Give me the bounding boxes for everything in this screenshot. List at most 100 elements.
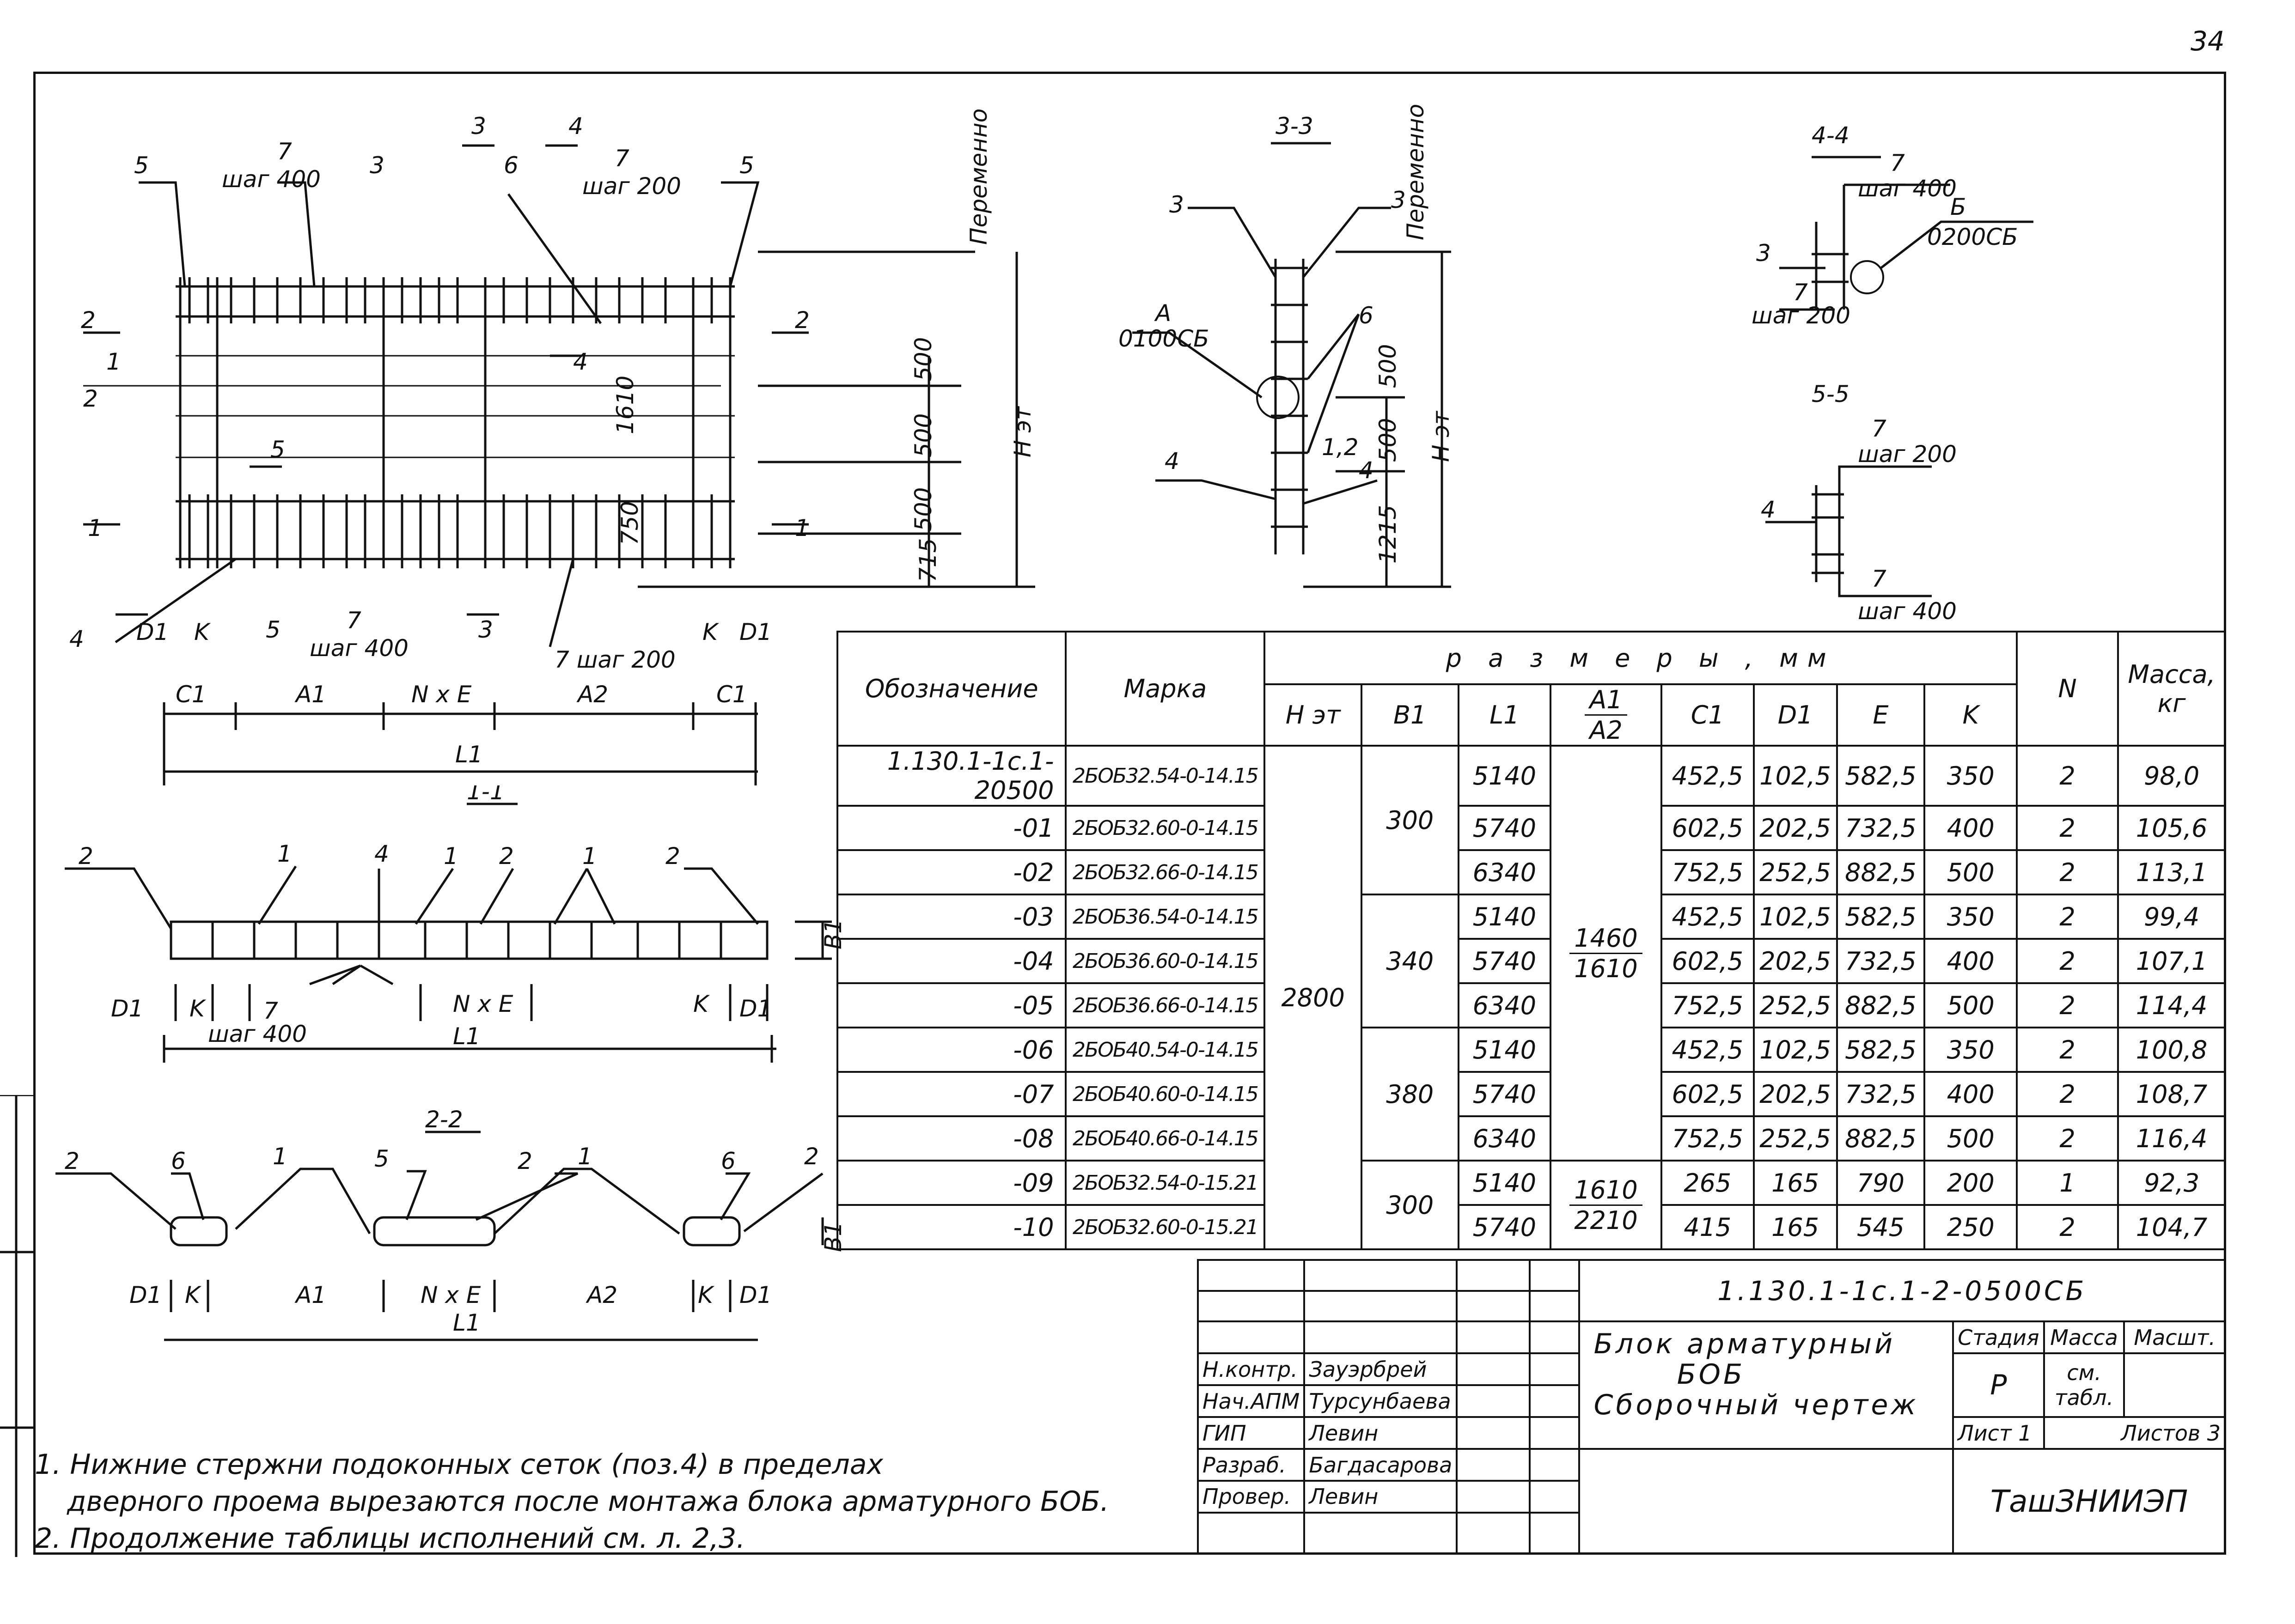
svg-text:1: 1 [582,843,597,870]
sign-role-4: Провер. [1196,1480,1306,1514]
header-a1-a2: A1 A2 [1550,683,1662,747]
cell-n: 2 [2015,938,2119,984]
cell-e: 732,5 [1836,805,1926,851]
cell-d1: 252,5 [1752,1115,1838,1162]
svg-text:4: 4 [1761,496,1776,523]
sheet-number: 34 [2191,25,2225,57]
sign-name-1: Турсунбаева [1303,1384,1458,1418]
cell-code: -08 [836,1115,1067,1162]
svg-text:2: 2 [665,843,680,870]
header-n: N [2015,631,2119,747]
svg-text:2: 2 [81,307,96,334]
header-designation: Обозначение [836,631,1067,747]
header-sizes: р а з м е р ы , мм [1263,631,2018,685]
cell-c1: 415 [1660,1204,1755,1250]
cell-c1: 752,5 [1660,849,1755,895]
cell-l1: 5140 [1457,1027,1552,1073]
section-5-5-drawing: 5-5 7 шаг 200 4 7 шаг 400 [1761,381,1957,625]
svg-text:H эт: H эт [1009,406,1036,457]
svg-text:шаг 400: шаг 400 [208,1021,307,1047]
svg-text:3: 3 [478,616,493,643]
signature-3 [1456,1448,1531,1482]
svg-text:шаг 400: шаг 400 [222,166,321,193]
svg-text:3: 3 [1756,240,1771,267]
cell-code: -07 [836,1071,1067,1117]
svg-text:6: 6 [171,1148,186,1174]
cell-code: -01 [836,805,1067,851]
svg-text:2: 2 [499,843,514,870]
cell-e: 582,5 [1836,745,1926,807]
cell-c1: 265 [1660,1160,1755,1206]
svg-text:500: 500 [910,487,937,531]
cell-e: 882,5 [1836,1115,1926,1162]
svg-text:7: 7 [263,998,278,1024]
svg-text:D1: D1 [129,1282,162,1308]
svg-text:500: 500 [910,337,937,381]
cell-mark: 2БОБ36.54-0-14.15 [1065,894,1266,940]
header-l1: L1 [1457,683,1552,747]
svg-text:L1: L1 [455,741,483,768]
svg-text:6: 6 [504,152,519,179]
svg-text:K: K [693,991,710,1017]
svg-text:K: K [194,619,211,645]
svg-text:2: 2 [79,843,93,870]
svg-text:500: 500 [1374,344,1401,388]
cell-b1: 300 [1361,1160,1459,1250]
svg-text:2: 2 [518,1148,532,1174]
cell-mass: 114,4 [2117,982,2226,1028]
svg-text:6: 6 [1359,302,1373,329]
svg-text:L1: L1 [453,1309,481,1336]
svg-text:4: 4 [568,113,583,140]
svg-text:7: 7 [1872,415,1886,442]
doc-title-line2: БОБ [1677,1358,1746,1391]
svg-text:2: 2 [65,1148,79,1174]
cell-mark: 2БОБ40.54-0-14.15 [1065,1027,1266,1073]
cell-e: 732,5 [1836,938,1926,984]
svg-text:7 шаг 200: 7 шаг 200 [555,646,676,673]
svg-text:500: 500 [910,414,937,457]
svg-text:7: 7 [1793,279,1808,306]
svg-text:7: 7 [347,607,361,634]
signature-2 [1456,1416,1531,1450]
sign-name-3: Багдасарова [1303,1448,1458,1482]
cell-e: 582,5 [1836,894,1926,940]
svg-text:1: 1 [444,843,458,870]
svg-text:4: 4 [573,348,588,375]
cell-code: -03 [836,894,1067,940]
cell-mark: 2БОБ32.66-0-14.15 [1065,849,1266,895]
cell-e: 790 [1836,1160,1926,1206]
doc-code: 1.130.1-1с.1-2-0500СБ [1578,1259,2227,1323]
svg-text:1: 1 [795,515,810,541]
section-2-2-drawing: 2-2 2 6 1 5 2 1 6 2 B1 D1 K A1 N x E A2 … [55,1106,847,1341]
sign-name-0: Зауэрбрей [1303,1352,1458,1387]
svg-text:2: 2 [795,307,810,334]
cell-e: 882,5 [1836,849,1926,895]
cell-a1: 1610 [1569,1175,1642,1206]
cell-code: -10 [836,1204,1067,1250]
cell-mass: 108,7 [2117,1071,2226,1117]
svg-text:D1: D1 [739,995,772,1022]
doc-title-line1: Блок арматурный [1593,1328,1896,1361]
cell-n: 1 [2015,1160,2119,1206]
svg-text:7: 7 [1890,150,1905,176]
scale-label: Масшт. [2123,1320,2226,1355]
cell-k: 400 [1923,805,2018,851]
cell-b1: 300 [1361,745,1459,895]
cell-mass: 107,1 [2117,938,2226,984]
cell-code: 1.130.1-1с.1-20500 [836,745,1067,807]
cell-mark: 2БОБ32.60-0-14.15 [1065,805,1266,851]
svg-text:2: 2 [804,1143,819,1170]
cell-n: 2 [2015,982,2119,1028]
signature-1 [1456,1384,1531,1418]
cell-e: 545 [1836,1204,1926,1250]
section-1-1-drawing: 1-1 2 1 4 1 2 1 2 B1 D1 K 7 шаг 400 N x … [65,785,847,1063]
svg-text:5: 5 [270,436,285,463]
cell-l1: 5740 [1457,805,1552,851]
svg-text:500: 500 [1374,418,1401,462]
cell-n: 2 [2015,1204,2119,1250]
cell-d1: 202,5 [1752,1071,1838,1117]
